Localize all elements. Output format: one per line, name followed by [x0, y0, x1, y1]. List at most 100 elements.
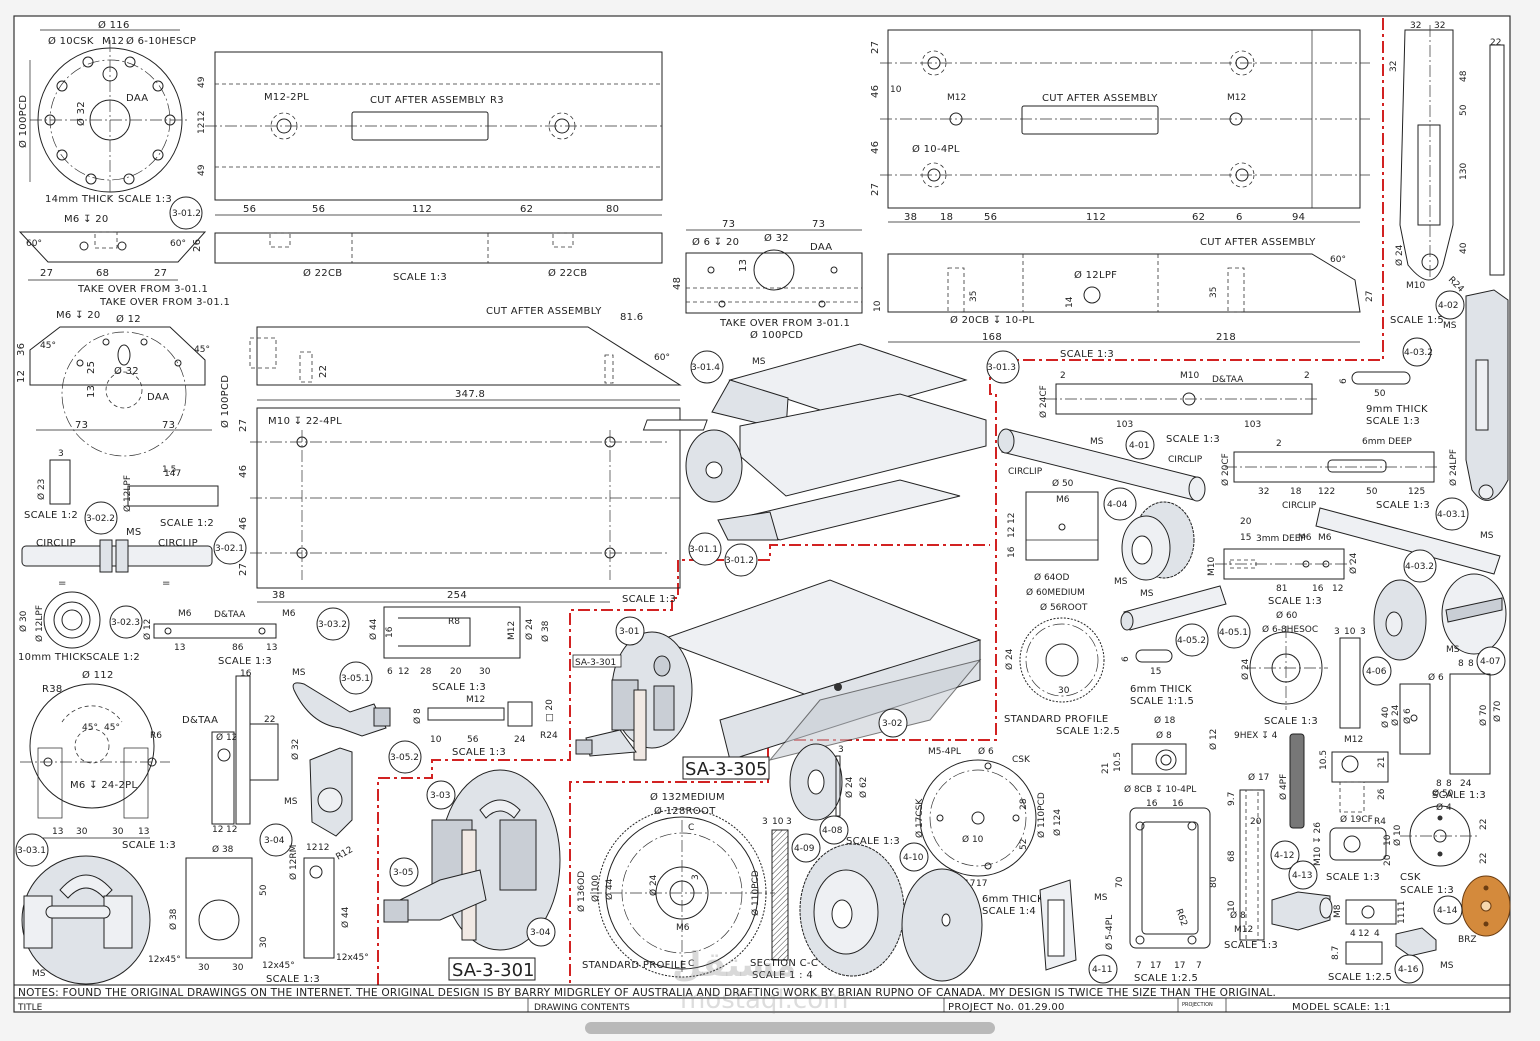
dim-text: 50	[1459, 104, 1469, 116]
view-screw-412: 9HEX ↧ 4 Ø 17 Ø 4PF 9.7 20 68 10 Ø 8 M12…	[1224, 731, 1305, 951]
dim-text: Ø 64OD	[1034, 572, 1069, 583]
dim-text: Ø 5-4PL	[1104, 915, 1115, 950]
note-text: CUT AFTER ASSEMBLY	[486, 306, 602, 317]
dim-text: Ø 38	[540, 620, 551, 642]
dim-text: 16	[1172, 799, 1184, 809]
label-text: CSK	[1400, 872, 1421, 883]
dim-text: 45°	[82, 723, 98, 733]
material-text: MS	[1140, 589, 1154, 599]
dim-text: 12	[306, 843, 317, 853]
scale-text: SCALE 1:3	[118, 194, 172, 205]
dim-text: 86	[232, 643, 244, 653]
dim-text: 30	[232, 963, 244, 973]
dim-text: Ø 24CF	[1038, 385, 1049, 418]
dim-text: 46	[238, 465, 249, 478]
dim-text: 30	[259, 936, 269, 948]
part-callout: 3-01.3	[987, 363, 1016, 373]
dim-text: 10.5	[1113, 752, 1123, 772]
view-block-413: M12 10.5 21 26 Ø 19CF R4 M10 ↧ 26 10 20 …	[1271, 735, 1393, 931]
dim-text: Ø 32	[114, 365, 139, 377]
scale-text: SCALE 1:4	[982, 906, 1036, 917]
dim-text: 70	[1115, 876, 1125, 888]
dim-text: M8	[1333, 904, 1343, 918]
dim-text: R24	[540, 731, 558, 741]
horizontal-scrollbar[interactable]	[585, 1022, 995, 1034]
dim-text: 27	[40, 268, 53, 279]
dim-text: Ø 124	[1052, 809, 1063, 836]
scale-text: SCALE 1:3	[1264, 716, 1318, 727]
dim-text: Ø 4PF	[1278, 774, 1289, 800]
dim-text: 32	[1410, 21, 1421, 31]
dim-text: 62	[520, 204, 533, 215]
dim-text: 13	[738, 259, 749, 272]
dim-text: 1.5	[162, 465, 176, 475]
dim-text: M10 ↧ 26	[1313, 822, 1323, 866]
view-holder-3051: Ø 44 16 R8 M12 Ø 24 Ø 38 6 12 28 20 30 S…	[292, 606, 551, 737]
dim-text: Ø 50	[1052, 478, 1074, 489]
dim-text: 147	[164, 469, 181, 479]
dim-text: 16	[240, 669, 252, 679]
label-text: CIRCLIP	[1282, 501, 1317, 511]
dim-text: Ø 60MEDIUM	[1026, 587, 1085, 598]
dim-text: 7	[1196, 961, 1202, 971]
material-text: MS	[292, 668, 306, 678]
dim-text: 15	[1150, 667, 1161, 677]
scale-text: SCALE 1:3	[1060, 349, 1114, 360]
dim-text: 13	[138, 827, 149, 837]
dim-text: 3	[838, 745, 844, 755]
dim-text: 10	[430, 735, 442, 745]
dim-text: 30	[76, 827, 88, 837]
section-title: SECTION C-C	[750, 958, 818, 969]
dim-text: Ø 24	[1240, 658, 1251, 680]
dim-text: 8	[1436, 779, 1442, 789]
dim-text: 10	[1227, 900, 1237, 912]
dim-text: 80	[1209, 876, 1219, 888]
label-text: CIRCLIP	[1008, 467, 1043, 477]
dim-text: 81	[1276, 584, 1287, 594]
dim-text: 45°	[194, 345, 210, 355]
part-callout: 4-11	[1092, 965, 1112, 975]
dim-text: 218	[1216, 332, 1236, 343]
drawing-contents-label: DRAWING CONTENTS	[534, 1003, 630, 1013]
scale-text: SCALE 1:2	[160, 518, 214, 529]
dim-text: 12	[1007, 527, 1017, 538]
dim-text: Ø 10	[1392, 824, 1403, 846]
dim-text: M6	[1318, 533, 1332, 543]
part-callout: 4-05.1	[1219, 628, 1248, 638]
dim-text: Ø 24	[1348, 552, 1359, 574]
dim-text: Ø 24	[524, 618, 535, 640]
part-callout: 3-04	[530, 928, 551, 938]
dim-text: 27	[154, 268, 167, 279]
dim-text: 2	[1276, 439, 1282, 449]
label-text: =	[162, 578, 171, 589]
dim-text: 56	[243, 204, 256, 215]
dim-text: 125	[1408, 487, 1425, 497]
view-rod-3032: M6 D&TAA M6 Ø 12 13 86 13 SCALE 1:3 3-03…	[142, 607, 350, 667]
part-callout: 3-05.2	[390, 753, 419, 763]
dim-text: R4	[1374, 817, 1386, 827]
dim-text: 3	[58, 449, 64, 459]
dim-text: C	[688, 959, 694, 969]
dim-text: Ø 6	[978, 746, 994, 757]
dim-text: 46	[870, 141, 881, 154]
dim-text: 2	[1304, 371, 1310, 381]
dim-text: 10	[873, 300, 883, 312]
scale-text: SCALE 1:3	[1268, 596, 1322, 607]
dim-text: 347.8	[455, 389, 485, 400]
scale-text: SCALE 1:3	[218, 656, 272, 667]
dim-text: 12	[226, 825, 237, 835]
view-shaft-4031: Ø 20CF 2 6mm DEEP Ø 24LPF 32 18 122 50 1…	[1220, 437, 1501, 583]
dim-text: 3	[762, 817, 768, 827]
note-text: 9mm THICK	[1366, 404, 1428, 415]
part-callout: 3-02	[882, 719, 902, 729]
dim-text: 73	[722, 219, 735, 230]
scale-text: SCALE 1:2	[86, 652, 140, 663]
dim-text: C	[688, 823, 694, 833]
part-callout: 3-03	[430, 791, 450, 801]
assembly-label: SA-3-305	[685, 759, 767, 780]
scale-text: SCALE 1:3	[452, 747, 506, 758]
note-text: TAKE OVER FROM 3-01.1	[99, 297, 230, 308]
dim-text: D&TAA	[182, 715, 218, 726]
dim-text: Ø 20CB ↧ 10-PL	[950, 314, 1035, 326]
note-text: TAKE OVER FROM 3-01.1	[77, 284, 208, 295]
